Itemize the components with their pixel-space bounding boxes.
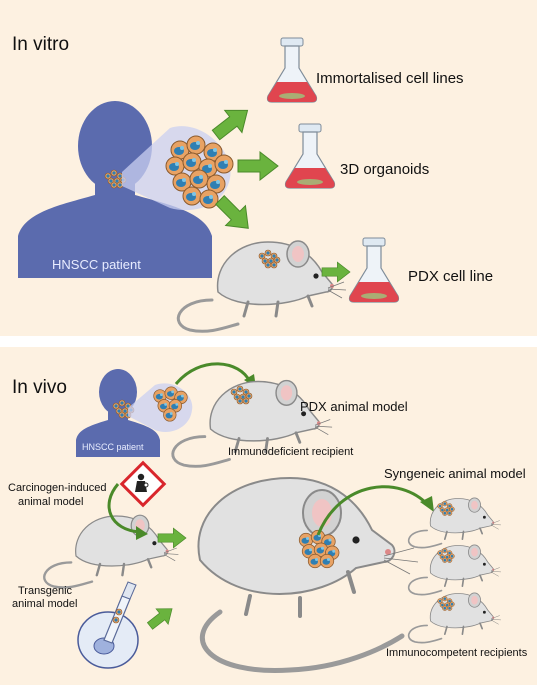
transgenic-label-line1: Transgenic xyxy=(18,585,73,597)
in-vitro-title: In vitro xyxy=(12,34,70,55)
recipient-mouse-3 xyxy=(407,592,502,644)
pdx-animal-model-label: PDX animal model xyxy=(300,399,408,414)
immunodeficient-label: Immunodeficient recipient xyxy=(228,446,354,458)
in-vivo-title: In vivo xyxy=(12,377,67,398)
immunocompetent-label: Immunocompetent recipients xyxy=(386,647,528,659)
carcinogen-label-line2: animal model xyxy=(18,496,84,508)
curved-arrow-syngeneic xyxy=(420,496,434,512)
carcinogen-mouse xyxy=(43,514,180,589)
syngeneic-label: Syngeneic animal model xyxy=(384,466,526,481)
hazard-person-icon xyxy=(135,473,149,492)
arrow-to-organoids xyxy=(237,151,279,181)
recipient-mouse-1 xyxy=(407,497,502,549)
pipette xyxy=(103,581,137,644)
arrow-transgenic-to-syngeneic xyxy=(143,600,179,635)
organoids-label: 3D organoids xyxy=(340,161,430,178)
recipient-mouse-2 xyxy=(407,544,502,596)
arrow-to-cell-lines xyxy=(206,98,257,147)
large-mouse xyxy=(197,476,419,673)
pdx-cell-line-label: PDX cell line xyxy=(408,268,494,285)
flask-cell-lines xyxy=(266,37,318,103)
cell-lines-label: Immortalised cell lines xyxy=(316,70,464,87)
patient-label: HNSCC patient xyxy=(52,257,141,272)
flask-organoids xyxy=(284,123,336,189)
small-patient-label: HNSCC patient xyxy=(82,442,144,452)
carcinogen-label-line1: Carcinogen-induced xyxy=(8,482,107,494)
flask-pdx xyxy=(348,237,400,303)
transgenic-label-line2: animal model xyxy=(12,598,78,610)
curved-arrow-carcinogen xyxy=(136,526,148,540)
